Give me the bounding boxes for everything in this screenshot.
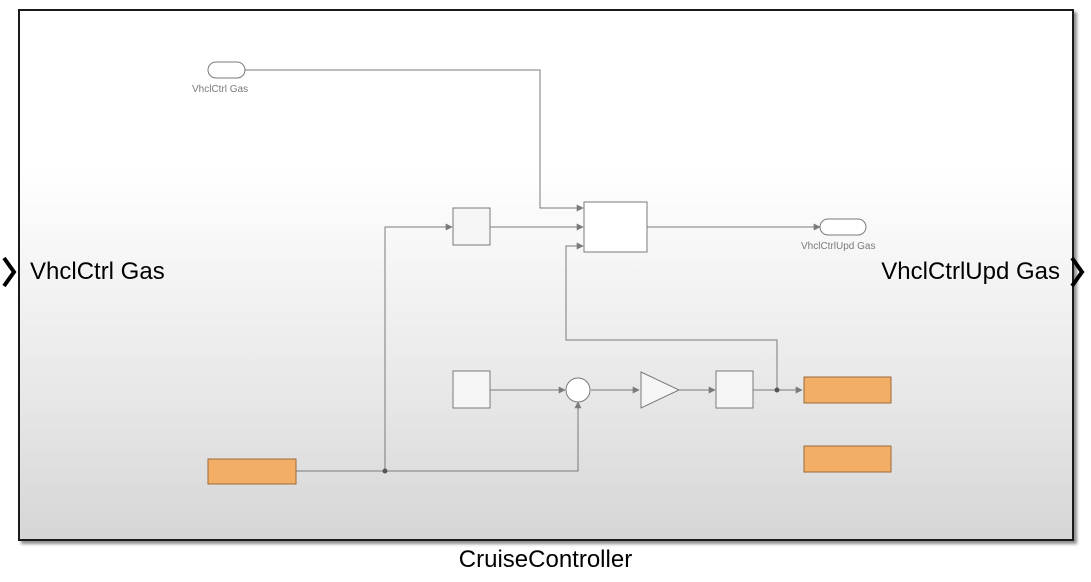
input-port-label: VhclCtrl Gas: [30, 258, 165, 285]
signal-feedback-to-bus[interactable]: [565, 242, 778, 390]
goto-tag-block[interactable]: [819, 218, 867, 236]
orange-output-block[interactable]: [803, 376, 892, 404]
input-port-chevron-icon[interactable]: [2, 256, 17, 288]
top-small-block[interactable]: [452, 207, 491, 246]
signal-lines: [245, 69, 821, 472]
signal-branch-to-sum[interactable]: [385, 401, 582, 472]
orange-input-block[interactable]: [207, 458, 297, 485]
from-tag-block[interactable]: [207, 61, 246, 79]
signal-from-goto-to-bus[interactable]: [245, 69, 584, 212]
bus-block[interactable]: [583, 201, 648, 253]
orange-lower-block[interactable]: [803, 445, 892, 473]
right-small-block[interactable]: [715, 370, 754, 409]
sum-block[interactable]: [565, 377, 591, 403]
left-small-block[interactable]: [452, 370, 491, 409]
output-port-chevron-icon[interactable]: [1070, 256, 1085, 288]
output-port-label: VhclCtrlUpd Gas: [881, 258, 1060, 285]
cruise-controller-subsystem[interactable]: [18, 9, 1074, 541]
branch-point: [382, 468, 388, 474]
branch-point: [774, 387, 780, 393]
block-name[interactable]: CruiseController: [458, 546, 633, 573]
from-tag-label: VhclCtrl Gas: [192, 84, 248, 95]
goto-tag-label: VhclCtrlUpd Gas: [801, 241, 875, 252]
signal-branch-to-top-block[interactable]: [384, 223, 453, 471]
gain-block[interactable]: [640, 371, 681, 409]
